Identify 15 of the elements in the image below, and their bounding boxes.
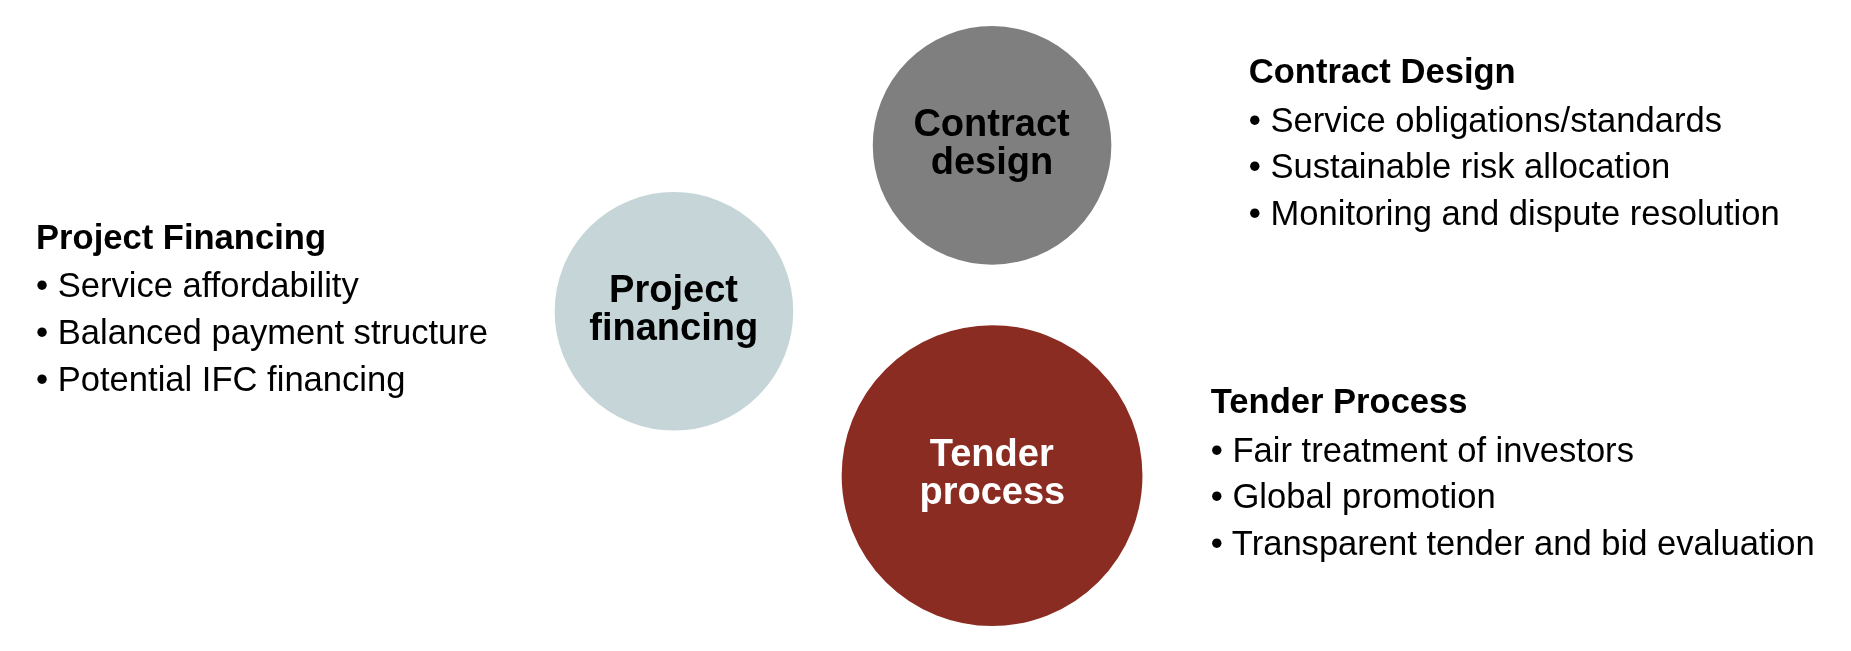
node-label: Contract Design xyxy=(1248,51,1516,90)
node-label: • Monitoring and dispute resolution xyxy=(1248,193,1780,232)
node-label: Project Financing xyxy=(36,217,327,256)
node-label: • Potential IFC financing xyxy=(36,359,406,398)
node-label: • Balanced payment structure xyxy=(36,312,489,351)
node-label: • Transparent tender and bid evaluation xyxy=(1210,523,1815,562)
node-label: • Service affordability xyxy=(36,265,359,304)
node-label: • Service obligations/standards xyxy=(1248,100,1722,139)
node-label: Tender Process xyxy=(1210,381,1468,420)
node-circle: Contract design xyxy=(872,25,1112,265)
node-circle: Tender process xyxy=(841,324,1143,626)
node-label: • Fair treatment of investors xyxy=(1210,430,1634,469)
node-label: • Sustainable risk allocation xyxy=(1248,146,1671,185)
node-circle: Project financing xyxy=(554,191,794,431)
node-label: • Global promotion xyxy=(1210,476,1496,515)
